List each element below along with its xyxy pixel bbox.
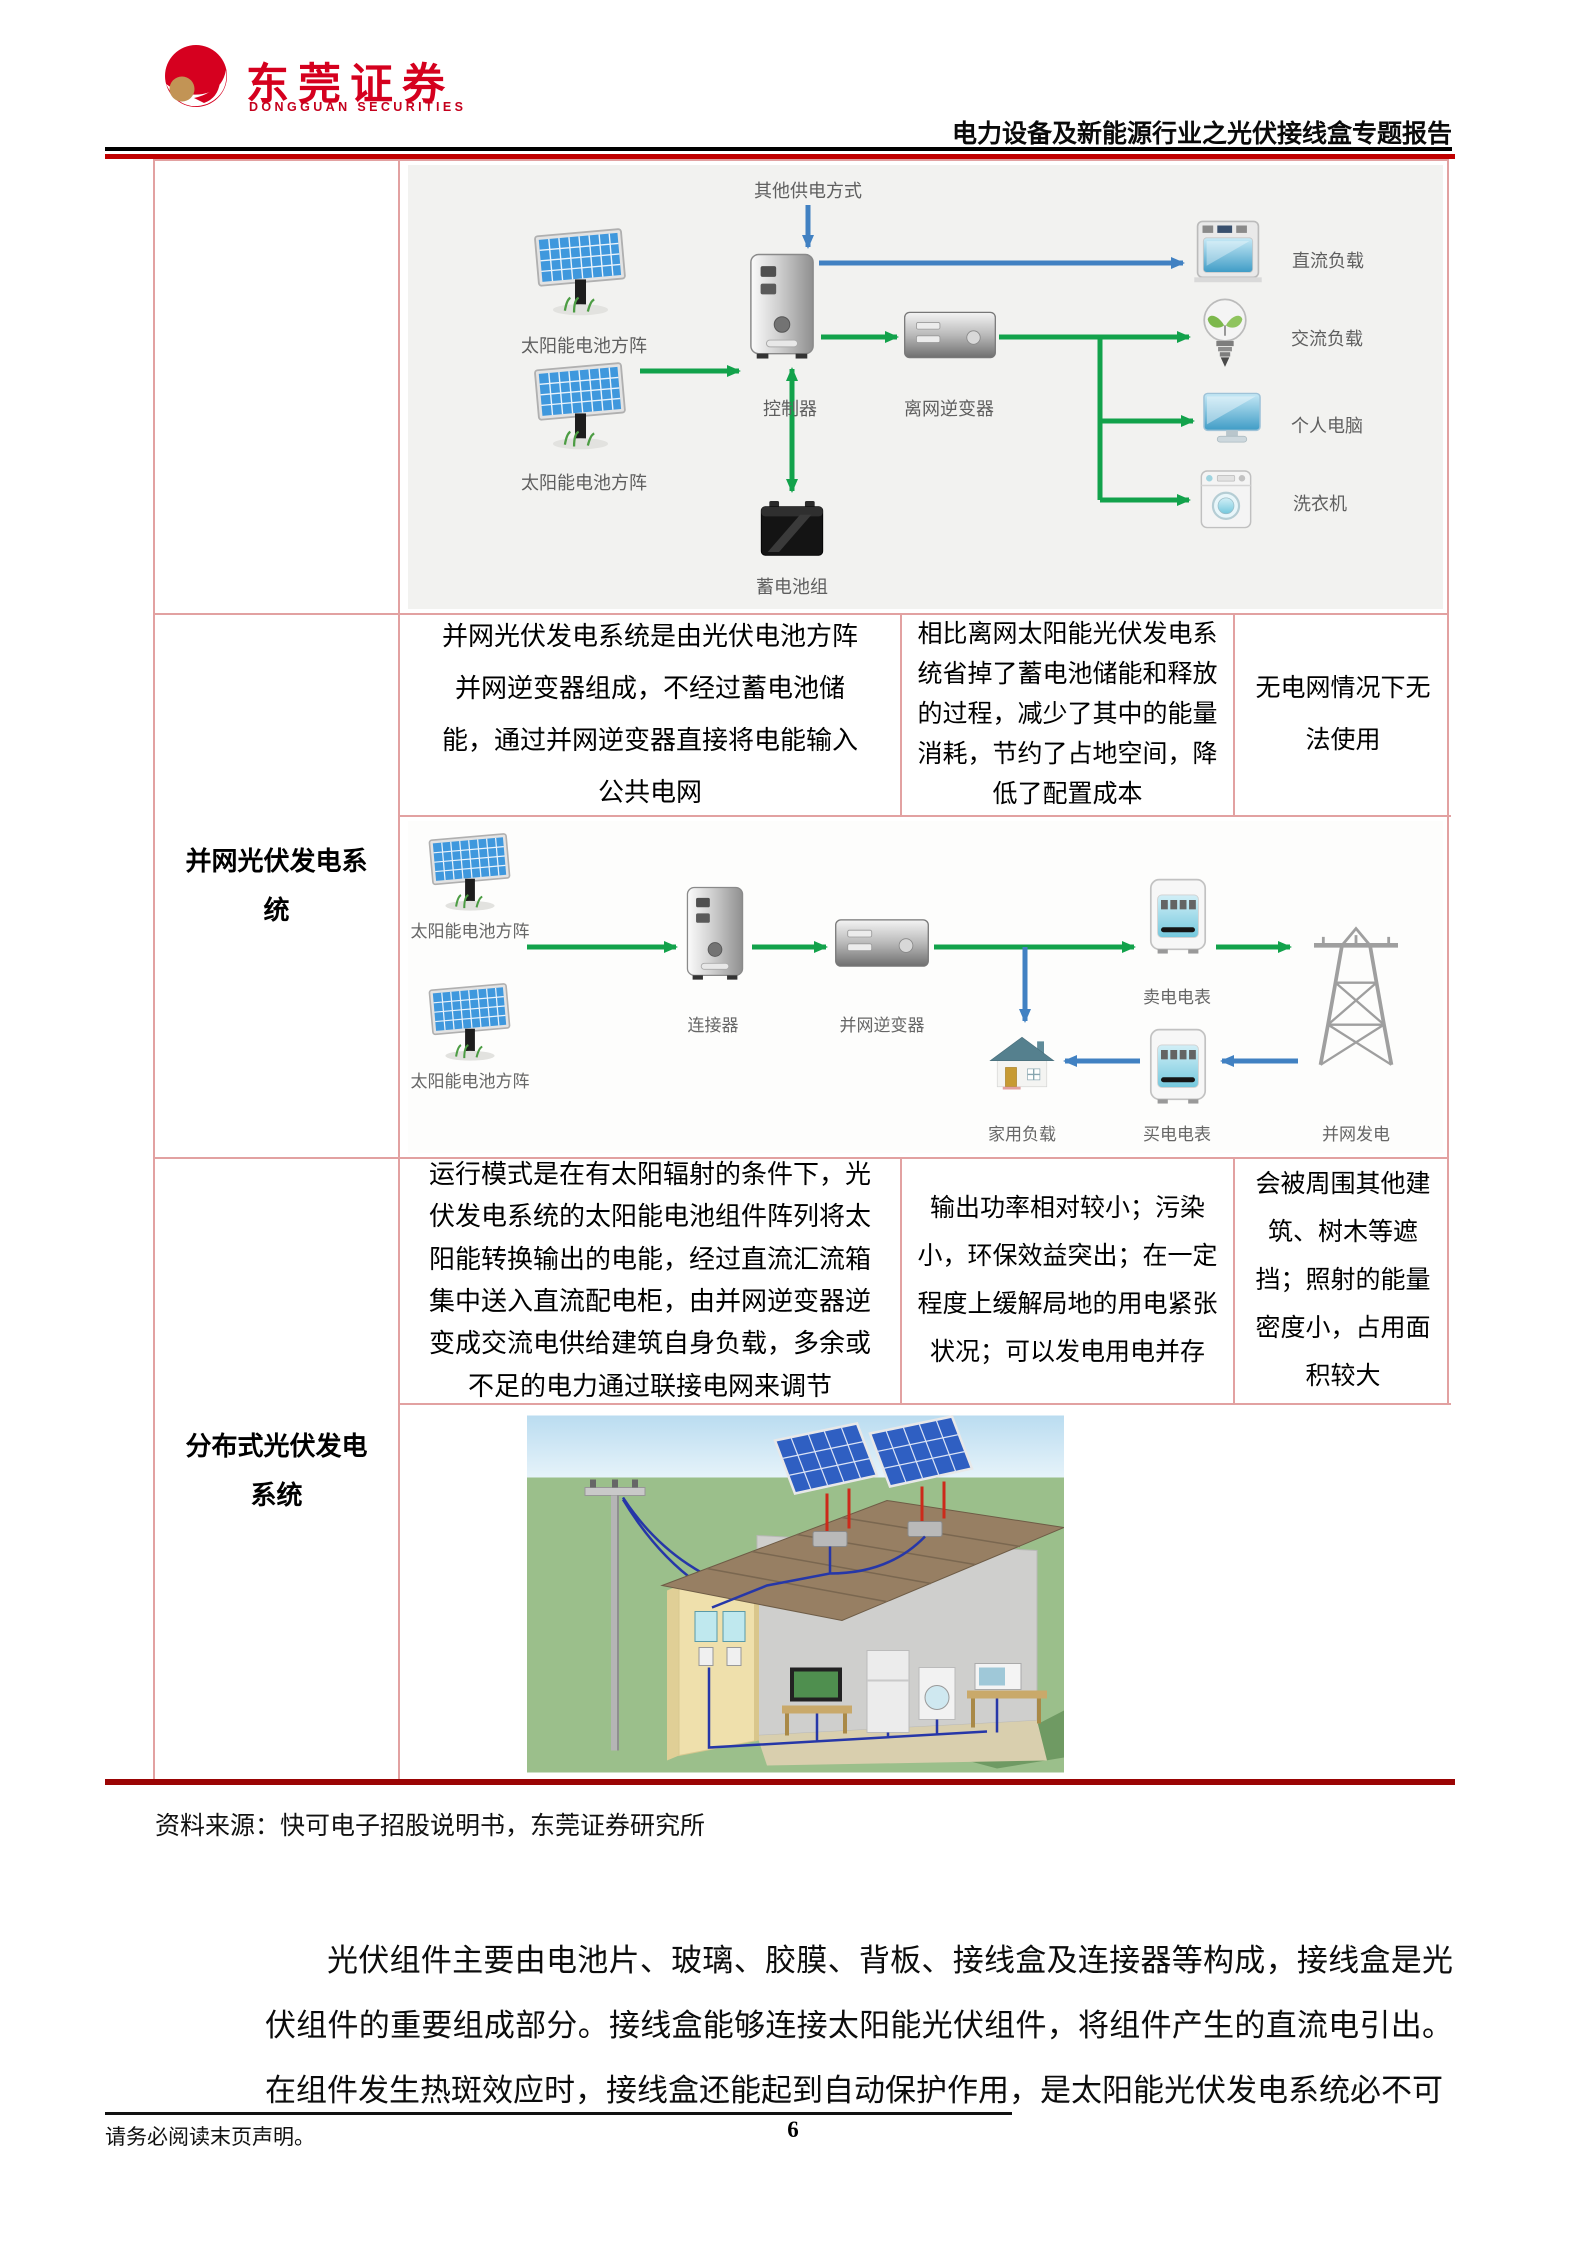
header-rule-red [105,154,1455,159]
solar-array-label: 太阳能电池方阵 [410,1072,530,1091]
table-divider [155,613,1447,615]
diagram-background [408,821,1443,1153]
logo-company-name-en: DONGGUAN SECURITIES [249,100,467,114]
offgrid-wiring [640,205,1195,506]
table-divider [1233,613,1235,817]
offgrid-inverter-label: 离网逆变器 [904,399,994,419]
table-divider [900,1157,902,1405]
page-number: 6 [787,2117,799,2142]
solar-array-icon [533,361,627,451]
battery-icon [760,500,824,556]
grid-wiring [527,941,1298,1067]
transmission-tower-icon [1300,913,1412,1071]
connector-label: 连接器 [687,1016,739,1035]
solar-array-icon [428,982,511,1062]
other-supply-label: 其他供电方式 [754,181,862,201]
header-rule-black [105,147,1452,151]
sell-meter-label: 卖电电表 [1143,988,1211,1007]
sell-meter-icon [1149,878,1207,955]
washer-label: 洗衣机 [1293,494,1347,514]
home-load-icon [989,1036,1055,1091]
distributed-pv-illustration [527,1415,1064,1773]
pv-systems-comparison-table: 其他供电方式 太阳能电池方阵 太阳能电池方阵 控制器 离网逆变器 蓄电池组 直流… [153,159,1451,1782]
ac-load-label: 交流负载 [1291,329,1363,349]
dc-load-label: 直流负载 [1292,251,1364,271]
table-divider [398,815,1451,817]
body-paragraph: 光伏组件主要由电池片、玻璃、胶膜、背板、接线盒及连接器等构成，接线盒是光伏组件的… [265,1943,1453,2109]
table-divider [398,161,400,1779]
distributed-description: 运行模式是在有太阳辐射的条件下，光 伏发电系统的太阳能电池组件阵列将太阳能转换输… [428,1159,871,1401]
buy-meter-label: 买电电表 [1143,1125,1211,1144]
offgrid-inverter-icon [904,311,996,359]
home-load-label: 家用负载 [988,1125,1056,1144]
buy-meter-icon [1149,1028,1207,1105]
grid-system-diagram: 太阳能电池方阵 太阳能电池方阵 连接器 并网逆变器 家用负载 卖电电表 买电电表… [400,817,1451,1157]
controller-icon [750,253,814,360]
grid-system-advantage: 相比离网太阳能光伏发电系统省掉了蓄电池储能和释放的过程，减少了其中的能量消耗，节… [917,621,1218,808]
table-divider [398,1403,1451,1405]
offgrid-system-diagram: 其他供电方式 太阳能电池方阵 太阳能电池方阵 控制器 离网逆变器 蓄电池组 直流… [400,161,1451,613]
connector-icon [686,886,744,981]
pc-label: 个人电脑 [1291,416,1363,436]
table-divider [900,613,902,817]
footer-disclaimer: 请务必阅读末页声明。 [105,2126,315,2149]
dongguan-securities-logo-icon [165,45,227,107]
solar-array-label: 太阳能电池方阵 [410,922,530,941]
table-divider [155,1157,1447,1159]
footer-rule [105,2112,1012,2115]
logo-company-name: 东莞证券 [246,62,454,109]
washer-icon [1200,469,1252,529]
distributed-advantage: 输出功率相对较小；污染小，环保效益突出；在一定程度上缓解局地的用电紧张状况；可以… [917,1195,1218,1366]
table-bottom-rule [105,1779,1455,1785]
grid-inverter-label: 并网逆变器 [839,1016,925,1035]
solar-array-icon [428,832,511,912]
solar-array-icon [533,227,627,317]
dc-load-icon [1193,220,1263,284]
solar-array-label: 太阳能电池方阵 [521,336,647,356]
ac-load-icon [1203,298,1247,368]
distributed-disadvantage: 会被周围其他建筑、树木等遮挡；照射的能量密度小，占用面积较大 [1255,1171,1431,1390]
controller-label: 控制器 [763,399,817,419]
distributed-diagram-cell [400,1405,1451,1782]
battery-label: 蓄电池组 [756,577,828,597]
row-label-distributed-system: 分布式光伏发电系统 [185,1431,368,1510]
grid-system-disadvantage: 无电网情况下无法使用 [1255,674,1431,755]
source-note: 资料来源：快可电子招股说明书，东莞证券研究所 [155,1812,706,1840]
grid-system-description: 并网光伏发电系统是由光伏电池方阵并网逆变器组成，不经过蓄电池储能，通过并网逆变器… [441,622,858,807]
grid-inverter-icon [834,919,930,967]
report-title: 电力设备及新能源行业之光伏接线盒专题报告 [951,120,1452,148]
row-label-grid-system: 并网光伏发电系统 [185,846,368,925]
grid-generation-label: 并网发电 [1322,1125,1390,1144]
table-divider [1233,1157,1235,1405]
pc-icon [1203,392,1261,444]
solar-array-label: 太阳能电池方阵 [521,473,647,493]
